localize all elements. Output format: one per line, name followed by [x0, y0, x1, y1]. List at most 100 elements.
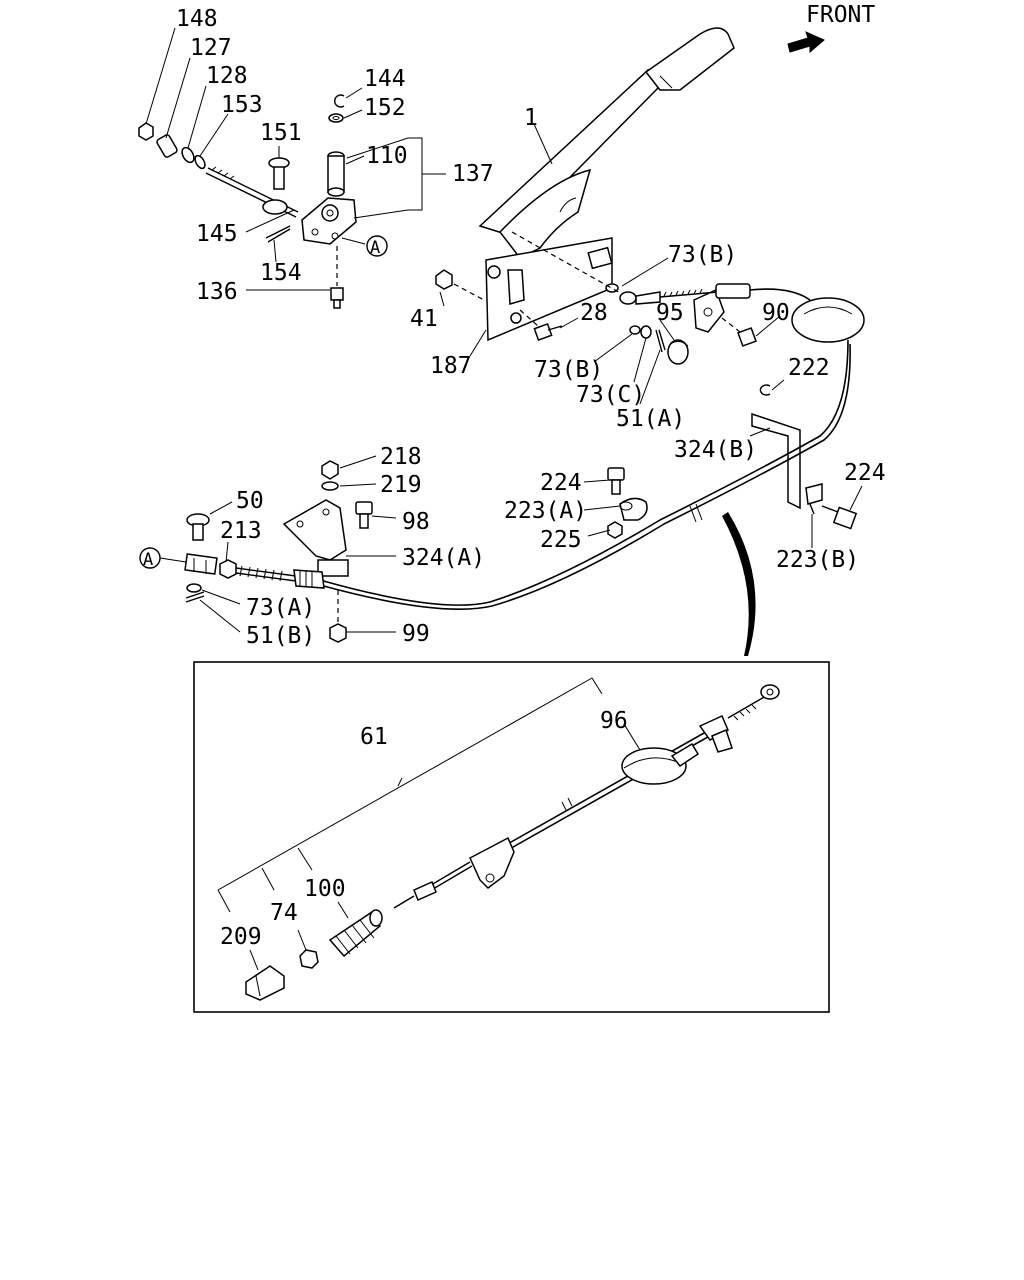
- nut-41: [435, 269, 485, 301]
- callout-154: 154: [260, 260, 302, 286]
- callout-225: 225: [540, 527, 582, 553]
- bracket-324a: [282, 499, 349, 624]
- front-cable-segment: [659, 283, 811, 301]
- nut-127: [156, 134, 178, 158]
- bracket-324b: [751, 412, 801, 510]
- callout-128: 128: [206, 63, 248, 89]
- bolt-98: [355, 501, 373, 529]
- callout-61: 61: [360, 724, 388, 750]
- callout-136: 136: [196, 279, 238, 305]
- clamp-223a: [619, 497, 648, 521]
- nut-74: [299, 949, 319, 969]
- clamp-223b: [805, 483, 823, 515]
- callout-324b: 324(B): [674, 437, 757, 463]
- main-rear-cable: [319, 339, 851, 610]
- washer-152: [328, 113, 344, 123]
- clip-144: [334, 94, 345, 108]
- bolt-28: [519, 309, 563, 341]
- cotter-pin-51a: [655, 329, 666, 353]
- bushing-110: [327, 151, 345, 197]
- callout-110: 110: [366, 143, 408, 169]
- rod-145: [205, 166, 299, 218]
- callout-51a: 51(A): [616, 406, 685, 432]
- equalizer-90: [693, 288, 757, 347]
- leader-lines-middle: [199, 455, 621, 633]
- callout-73b-mid: 73(B): [534, 357, 603, 383]
- ref-marker-a-mid: A: [139, 547, 187, 570]
- callout-99: 99: [402, 621, 430, 647]
- callout-145: 145: [196, 221, 238, 247]
- callout-73c: 73(C): [576, 382, 645, 408]
- nut-213: [219, 559, 237, 579]
- callout-224-right: 224: [844, 460, 886, 486]
- callout-96: 96: [600, 708, 628, 734]
- svg-text:A: A: [143, 550, 153, 570]
- callout-218: 218: [380, 444, 422, 470]
- front-label: FRONT: [806, 2, 875, 28]
- cotter-pin-51b: [185, 591, 205, 603]
- bolt-224-mid: [607, 467, 625, 495]
- callout-324a: 324(A): [402, 545, 485, 571]
- callout-137: 137: [452, 161, 494, 187]
- washer-128: [181, 146, 195, 164]
- callout-51b: 51(B): [246, 623, 315, 649]
- washer-153: [194, 154, 206, 170]
- pin-50: [186, 513, 210, 541]
- callout-127: 127: [190, 35, 232, 61]
- callout-219: 219: [380, 472, 422, 498]
- callout-100: 100: [304, 876, 346, 902]
- boot-100: [328, 909, 383, 958]
- callout-labels: 148 127 128 153 151 144 152 110 137 145 …: [176, 6, 886, 950]
- callout-73a: 73(A): [246, 595, 315, 621]
- callout-1: 1: [524, 105, 538, 131]
- callout-224-mid: 224: [540, 470, 582, 496]
- cable-detail-box: [193, 661, 830, 1013]
- callout-73b-top: 73(B): [668, 242, 737, 268]
- callout-223a: 223(A): [504, 498, 587, 524]
- callout-98: 98: [402, 509, 430, 535]
- cable-clevis-rear: [184, 553, 218, 575]
- boot-96: [621, 742, 700, 785]
- washer-73b-mid: [629, 325, 641, 335]
- nut-225: [607, 521, 623, 539]
- cable-threaded-end: [235, 565, 325, 589]
- callout-151: 151: [260, 120, 302, 146]
- nut-148: [138, 122, 154, 141]
- callout-187: 187: [430, 353, 472, 379]
- clip-222: [759, 384, 771, 396]
- washer-73a: [186, 583, 202, 593]
- cable-end-eyelet: [511, 231, 661, 305]
- callout-144: 144: [364, 66, 406, 92]
- mounting-bracket-187: [485, 237, 613, 342]
- boot-96-installed: [791, 297, 865, 343]
- cotter-pin-154: [265, 225, 291, 243]
- hand-brake-lever-1: [478, 27, 735, 259]
- leader-lines-top-left: [145, 27, 446, 291]
- clevis-209: [245, 965, 285, 1001]
- lever-bracket: [301, 197, 357, 245]
- nut-218: [321, 460, 339, 480]
- callout-222: 222: [788, 355, 830, 381]
- front-arrow-icon: [787, 31, 825, 54]
- callout-223b: 223(B): [776, 547, 859, 573]
- callout-50: 50: [236, 488, 264, 514]
- callout-148: 148: [176, 6, 218, 32]
- nut-99: [329, 623, 347, 643]
- bolt-224-right: [821, 505, 858, 530]
- callout-95: 95: [656, 300, 684, 326]
- callout-152: 152: [364, 95, 406, 121]
- leader-lines-detail: [217, 677, 641, 971]
- washer-73c: [640, 325, 652, 339]
- callout-213: 213: [220, 518, 262, 544]
- grommet-95: [667, 339, 689, 365]
- ref-marker-a-top: A: [366, 235, 388, 258]
- washer-219: [321, 481, 339, 491]
- callout-90: 90: [762, 300, 790, 326]
- callout-74: 74: [270, 900, 298, 926]
- leader-lines-top-right: [439, 123, 863, 548]
- svg-text:A: A: [370, 238, 380, 258]
- callout-209: 209: [220, 924, 262, 950]
- bolt-136: [330, 246, 344, 309]
- callout-153: 153: [221, 92, 263, 118]
